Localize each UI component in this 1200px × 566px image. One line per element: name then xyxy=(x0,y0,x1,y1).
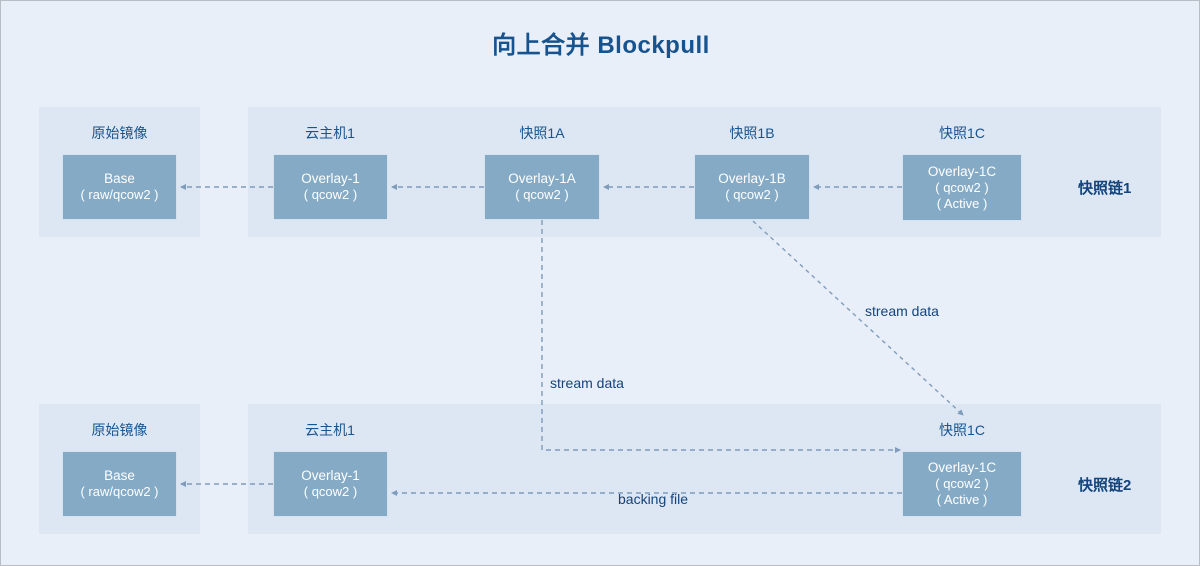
node-line3: ( Active ) xyxy=(936,492,988,507)
group-label-chain1-host: 云主机1 xyxy=(305,125,355,141)
group-label-chain1-original-image: 原始镜像 xyxy=(91,125,148,141)
node-chain1-overlay1b[interactable]: Overlay-1B ( qcow2 ) xyxy=(694,154,810,220)
node-chain2-overlay1[interactable]: Overlay-1 ( qcow2 ) xyxy=(273,451,388,517)
edge-label-stream-data-vertical: stream data xyxy=(550,375,624,391)
node-line2: ( qcow2 ) xyxy=(303,484,358,499)
page-title: 向上合并 Blockpull xyxy=(492,32,710,59)
group-label-chain2-original-image: 原始镜像 xyxy=(91,422,148,438)
node-chain2-base[interactable]: Base ( raw/qcow2 ) xyxy=(62,451,177,517)
node-line3: ( Active ) xyxy=(936,195,988,211)
group-label-chain1-snap1a: 快照1A xyxy=(519,125,565,141)
node-chain1-overlay1a[interactable]: Overlay-1A ( qcow2 ) xyxy=(484,154,600,220)
node-line2: ( qcow2 ) xyxy=(935,476,989,491)
node-line2: ( raw/qcow2 ) xyxy=(80,187,159,202)
node-chain1-base[interactable]: Base ( raw/qcow2 ) xyxy=(62,154,177,220)
node-line1: Overlay-1C xyxy=(927,163,997,179)
node-line1: Base xyxy=(104,468,135,483)
chain-label-1: 快照链1 xyxy=(1078,180,1132,197)
node-line2: ( qcow2 ) xyxy=(515,187,569,202)
group-label-chain1-snap1b: 快照1B xyxy=(729,125,775,141)
group-label-chain2-snap1c: 快照1C xyxy=(939,422,985,438)
node-line1: Base xyxy=(104,171,135,186)
group-label-chain2-host: 云主机1 xyxy=(305,422,355,438)
node-chain1-overlay1[interactable]: Overlay-1 ( qcow2 ) xyxy=(273,154,388,220)
edge-label-backing-file: backing file xyxy=(618,491,689,507)
node-line1: Overlay-1 xyxy=(301,468,360,483)
node-chain2-overlay1c[interactable]: Overlay-1C ( qcow2 ) ( Active ) xyxy=(902,451,1022,517)
node-line1: Overlay-1A xyxy=(508,171,576,186)
node-line2: ( qcow2 ) xyxy=(725,187,779,202)
node-line1: Overlay-1 xyxy=(301,171,360,186)
node-line2: ( qcow2 ) xyxy=(303,187,358,202)
node-line1: Overlay-1B xyxy=(718,171,786,186)
node-chain1-overlay1c[interactable]: Overlay-1C ( qcow2 ) ( Active ) xyxy=(902,154,1022,221)
chain-label-2: 快照链2 xyxy=(1078,477,1132,494)
group-label-chain1-snap1c: 快照1C xyxy=(939,125,985,141)
node-line2: ( qcow2 ) xyxy=(935,179,989,195)
node-line1: Overlay-1C xyxy=(927,460,997,475)
edge-label-stream-data-diagonal: stream data xyxy=(865,303,939,319)
node-line2: ( raw/qcow2 ) xyxy=(80,484,159,499)
